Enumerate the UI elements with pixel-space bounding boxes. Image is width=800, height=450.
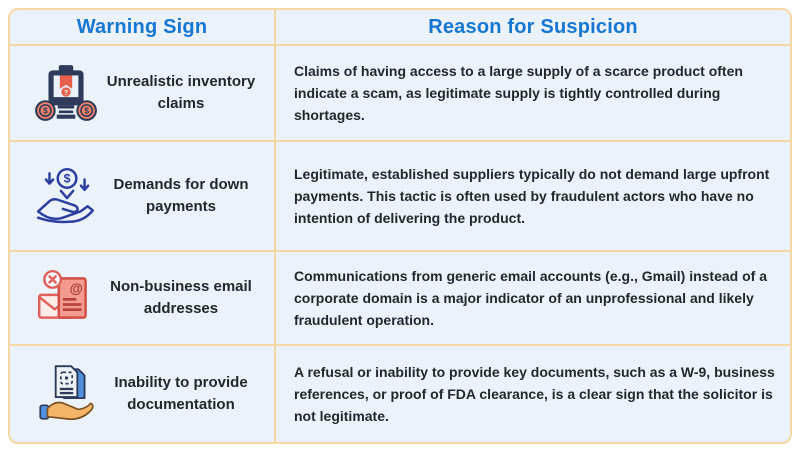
table-row-1-sign-cell: ? $ $ Unrealistic inventory claims bbox=[10, 46, 274, 140]
reason-text: Communications from generic email accoun… bbox=[294, 268, 767, 328]
svg-text:?: ? bbox=[64, 88, 68, 97]
table-row-3-reason-cell: Communications from generic email accoun… bbox=[276, 252, 790, 344]
table-row-1-reason-cell: Claims of having access to a large suppl… bbox=[276, 46, 790, 140]
svg-text:@: @ bbox=[70, 281, 83, 296]
svg-text:$: $ bbox=[43, 107, 48, 116]
warning-sign-label: Demands for down payments bbox=[113, 176, 249, 215]
rejected-email-icon: @ bbox=[30, 260, 102, 336]
header-reason: Reason for Suspicion bbox=[276, 10, 790, 44]
header-warning-sign-label: Warning Sign bbox=[76, 15, 208, 38]
hand-receiving-payment-icon: $ bbox=[30, 158, 102, 234]
warning-signs-table: Warning Sign Reason for Suspicion ? $ $ bbox=[8, 8, 792, 444]
reason-text: A refusal or inability to provide key do… bbox=[294, 364, 775, 424]
header-warning-sign: Warning Sign bbox=[10, 10, 274, 44]
reason-text: Claims of having access to a large suppl… bbox=[294, 63, 743, 123]
table-row-2-reason-cell: Legitimate, established suppliers typica… bbox=[276, 142, 790, 250]
header-reason-label: Reason for Suspicion bbox=[428, 15, 638, 38]
reason-text: Legitimate, established suppliers typica… bbox=[294, 166, 770, 226]
svg-text:$: $ bbox=[64, 172, 71, 186]
table-row-4-sign-cell: Inability to provide documentation bbox=[10, 346, 274, 442]
warning-sign-label: Non-business email addresses bbox=[110, 278, 252, 317]
warning-sign-label: Inability to provide documentation bbox=[114, 374, 248, 413]
inventory-crate-coins-icon: ? $ $ bbox=[30, 55, 102, 131]
table-row-3-sign-cell: @ Non-business email addresses bbox=[10, 252, 274, 344]
warning-sign-label: Unrealistic inventory claims bbox=[106, 73, 256, 112]
hand-holding-documents-icon bbox=[30, 356, 102, 432]
svg-text:$: $ bbox=[84, 107, 89, 116]
table-row-2-sign-cell: $ Demands for down payments bbox=[10, 142, 274, 250]
table-row-4-reason-cell: A refusal or inability to provide key do… bbox=[276, 346, 790, 442]
